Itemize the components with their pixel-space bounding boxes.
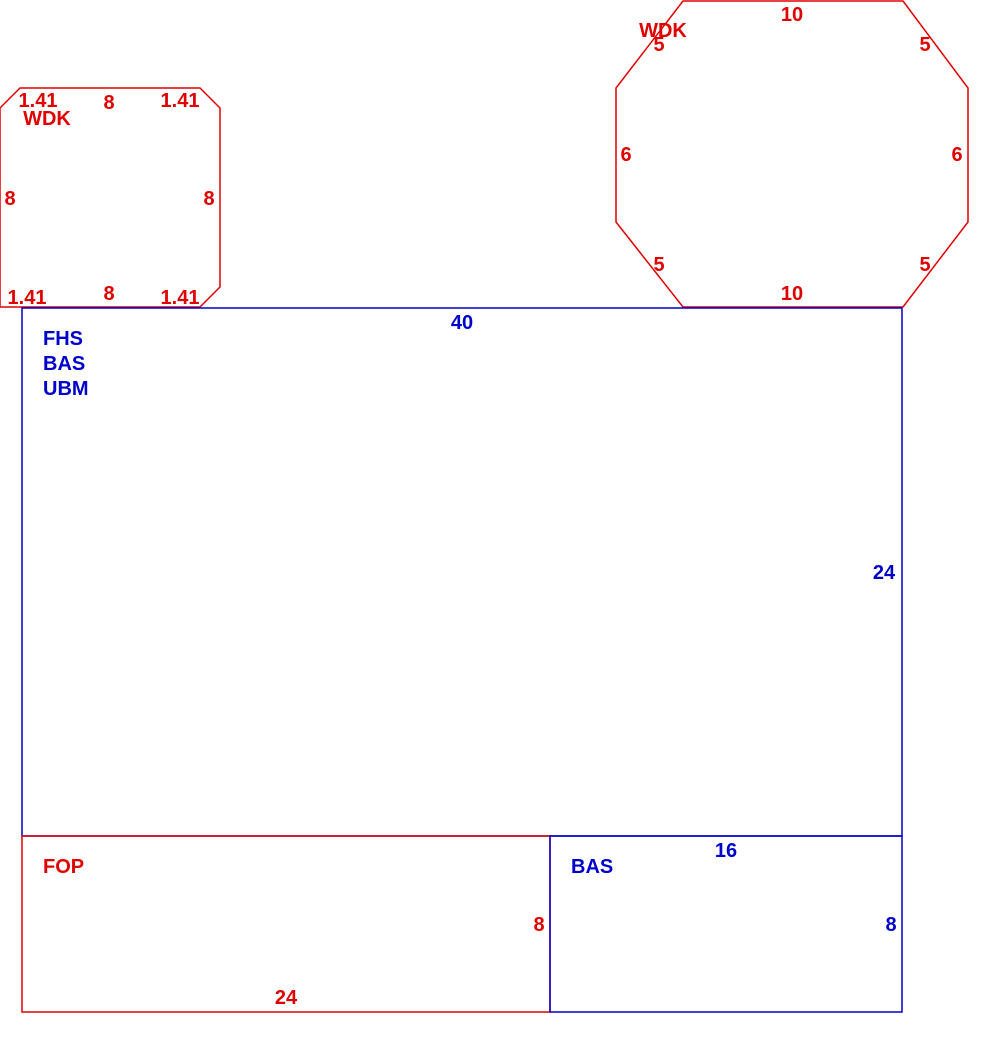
large-octagon-outline <box>615 0 969 308</box>
large-octagon-left-length: 6 <box>620 144 631 166</box>
main-rectangle-height: 24 <box>873 562 896 584</box>
bas-rectangle-outline <box>549 835 903 1013</box>
large-octagon-diag-bottom-right: 5 <box>919 254 930 276</box>
fop-rectangle-name: FOP <box>43 856 84 878</box>
small-octagon-left-length: 8 <box>4 188 15 210</box>
large-octagon-right-length: 6 <box>951 144 962 166</box>
small-octagon-bottom-length: 8 <box>103 283 114 305</box>
small-octagon-top-length: 8 <box>103 92 114 114</box>
main-rectangle-width: 40 <box>451 312 473 334</box>
small-octagon-corner-bottom-right: 1.41 <box>161 287 200 309</box>
main-rectangle-outline <box>21 307 903 837</box>
large-octagon: WDK 10 5 5 6 6 5 5 10 <box>615 0 969 308</box>
main-rectangle-label-2: BAS <box>43 353 85 375</box>
small-octagon-name: WDK <box>23 108 71 130</box>
bas-rectangle-width: 16 <box>715 840 737 862</box>
small-octagon-corner-top-right: 1.41 <box>161 90 200 112</box>
bas-rectangle: BAS 16 8 <box>549 835 903 1013</box>
bas-rectangle-name: BAS <box>571 856 613 878</box>
small-octagon-right-length: 8 <box>203 188 214 210</box>
large-octagon-name: WDK <box>639 20 687 42</box>
fop-rectangle-height: 8 <box>533 914 544 936</box>
small-octagon-corner-bottom-left: 1.41 <box>8 287 47 309</box>
fop-rectangle: FOP 8 24 <box>21 835 551 1013</box>
main-rectangle-label-1: FHS <box>43 328 83 350</box>
small-octagon-outline <box>0 87 221 308</box>
small-octagon-corner-top-left: 1.41 <box>19 90 58 112</box>
large-octagon-diag-top-left: 5 <box>653 34 664 56</box>
small-octagon: WDK 1.41 8 1.41 8 8 1.41 8 1.41 <box>0 87 221 309</box>
large-octagon-diag-top-right: 5 <box>919 34 930 56</box>
large-octagon-top-length: 10 <box>781 4 803 26</box>
fop-rectangle-outline <box>21 835 551 1013</box>
bas-rectangle-height: 8 <box>885 914 896 936</box>
large-octagon-bottom-length: 10 <box>781 283 803 305</box>
fop-rectangle-width: 24 <box>275 987 298 1009</box>
main-rectangle: FHS BAS UBM 40 24 <box>21 307 903 837</box>
main-rectangle-label-3: UBM <box>43 378 89 400</box>
large-octagon-diag-bottom-left: 5 <box>653 254 664 276</box>
